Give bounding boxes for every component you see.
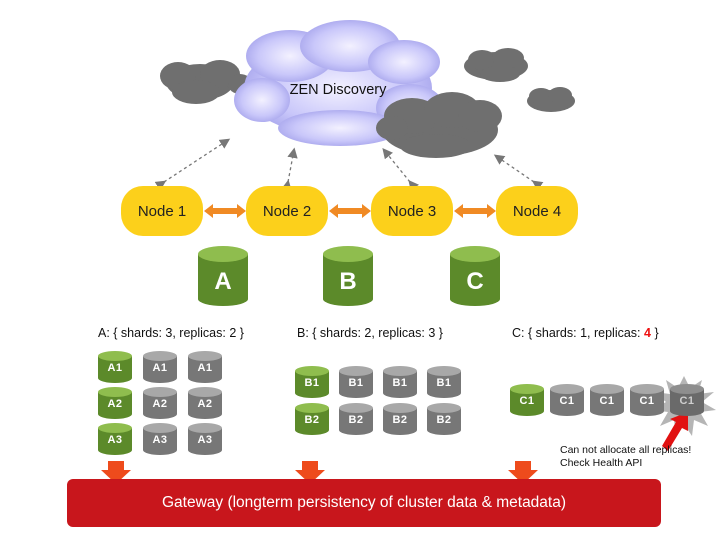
index-c-config: C: { shards: 1, replicas: 4 } [512, 326, 659, 340]
shard-label: C1 [519, 395, 535, 407]
shard-label: B1 [392, 377, 408, 389]
shard-label: C1 [639, 395, 655, 407]
primary-shard-b1: B1 [295, 366, 329, 399]
shard-label: B2 [304, 414, 320, 426]
node-links [204, 204, 496, 218]
replica-shard-a3: A3 [143, 423, 177, 456]
replica-shard-a2: A2 [143, 387, 177, 420]
node-1: Node 1 [121, 186, 203, 236]
shard-label: A3 [107, 434, 123, 446]
warning-line-1: Can not allocate all replicas! [560, 444, 692, 456]
shard-label: B1 [436, 377, 452, 389]
replica-shard-c1: C1 [550, 384, 584, 417]
primary-shard-b2: B2 [295, 403, 329, 436]
index-a-label: A [214, 268, 232, 295]
shard-label: A1 [107, 362, 123, 374]
replica-shard-a2: A2 [188, 387, 222, 420]
replica-shard-b1: B1 [383, 366, 417, 399]
zen-discovery-label: ZEN Discovery [289, 82, 387, 98]
cloud-large-right [376, 92, 502, 158]
replica-shard-b1: B1 [339, 366, 373, 399]
node-2: Node 2 [246, 186, 328, 236]
shard-label: A1 [152, 362, 168, 374]
index-b-label: B [339, 268, 357, 295]
shard-label: B2 [392, 414, 408, 426]
primary-shard-a3: A3 [98, 423, 132, 456]
cloud-small-top-right [464, 48, 528, 82]
shard-label: B1 [304, 377, 320, 389]
node-4: Node 4 [496, 186, 578, 236]
primary-shard-c1: C1 [510, 384, 544, 417]
replica-shard-b2: B2 [339, 403, 373, 436]
shard-label: C1 [559, 395, 575, 407]
replicas-over-limit: 4 [644, 326, 651, 340]
allocation-warning: Can not allocate all replicas! Check Hea… [560, 444, 691, 470]
gateway-bar: Gateway (longterm persistency of cluster… [67, 479, 661, 527]
replica-shard-b2: B2 [427, 403, 461, 436]
index-a-config: A: { shards: 3, replicas: 2 } [98, 326, 244, 340]
index-a-cylinder: A [198, 246, 248, 312]
shard-label: A2 [197, 398, 213, 410]
cloud-small-left [160, 60, 252, 104]
replica-shard-c1: C1 [630, 384, 664, 417]
discovery-connectors [154, 138, 544, 192]
alert-arrow [662, 412, 688, 451]
replica-shard-a3: A3 [188, 423, 222, 456]
replica-shard-a1: A1 [143, 351, 177, 384]
shard-label: C1 [599, 395, 615, 407]
shard-label: A1 [197, 362, 213, 374]
primary-shard-a1: A1 [98, 351, 132, 384]
shard-label: B1 [348, 377, 364, 389]
shard-label: C1 [679, 395, 695, 407]
replica-shard-a1: A1 [188, 351, 222, 384]
cloud-small-far-right [527, 87, 575, 112]
replica-shard-b2: B2 [383, 403, 417, 436]
primary-shard-a2: A2 [98, 387, 132, 420]
index-b-cylinder: B [323, 246, 373, 312]
shard-label: A2 [152, 398, 168, 410]
index-c-label: C [466, 268, 484, 295]
shard-label: B2 [348, 414, 364, 426]
unassigned-replica-shard-c1: C1 [670, 384, 704, 417]
shard-label: A2 [107, 398, 123, 410]
index-b-config: B: { shards: 2, replicas: 3 } [297, 326, 443, 340]
shard-label: A3 [152, 434, 168, 446]
replica-shard-c1: C1 [590, 384, 624, 417]
gateway-arrows [101, 461, 538, 484]
warning-line-2: Check Health API [560, 457, 643, 469]
shard-label: A3 [197, 434, 213, 446]
index-c-cylinder: C [450, 246, 500, 312]
replica-shard-b1: B1 [427, 366, 461, 399]
shard-label: B2 [436, 414, 452, 426]
node-3: Node 3 [371, 186, 453, 236]
